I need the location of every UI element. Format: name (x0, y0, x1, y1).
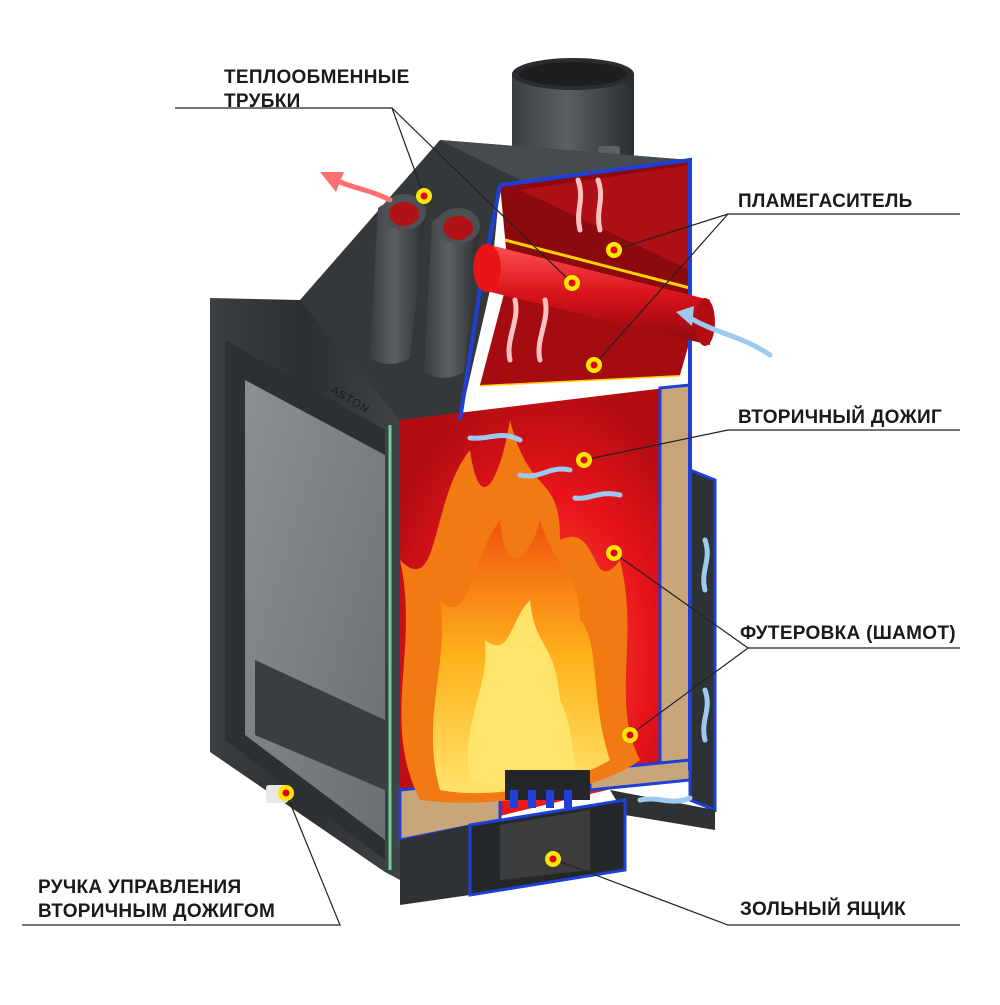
front-frame: ASTON (210, 298, 400, 880)
label-heat-tubes-line1: ТЕПЛООБМЕННЫЕ (224, 67, 410, 88)
label-control-handle-line2: ВТОРИЧНЫМ ДОЖИГОМ (38, 901, 276, 922)
marker-heat-tube-cut (564, 275, 580, 291)
marker-ash-box (545, 851, 561, 867)
marker-flame-arrester-top (606, 242, 622, 258)
markers (278, 188, 638, 867)
airflow-arrows (320, 172, 773, 804)
label-control-handle-line1: РУЧКА УПРАВЛЕНИЯ (38, 877, 242, 898)
heat-tubes-outer (370, 194, 480, 378)
label-ash-box: ЗОЛЬНЫЙ ЯЩИК (740, 899, 907, 920)
label-heat-tubes-line2: ТРУБКИ (224, 91, 301, 112)
leader-lines (22, 107, 960, 926)
label-flame-arrester: ПЛАМЕГАСИТЕЛЬ (738, 191, 913, 212)
label-control-handle: РУЧКА УПРАВЛЕНИЯ ВТОРИЧНЫМ ДОЖИГОМ (38, 876, 275, 924)
marker-lining-top (606, 545, 622, 561)
label-secondary-burn: ВТОРИЧНЫЙ ДОЖИГ (738, 407, 943, 428)
label-lining: ФУТЕРОВКА (ШАМОТ) (740, 623, 956, 644)
grate (505, 770, 590, 808)
marker-heat-tubes (416, 188, 432, 204)
heat-tube-cut (473, 244, 715, 346)
label-heat-tubes: ТЕПЛООБМЕННЫЕ ТРУБКИ (224, 66, 410, 114)
flames (400, 420, 640, 803)
marker-secondary-burn (576, 452, 592, 468)
marker-control-handle (278, 785, 294, 801)
marker-lining-bottom (622, 727, 638, 743)
marker-flame-arrester-bottom (586, 357, 602, 373)
